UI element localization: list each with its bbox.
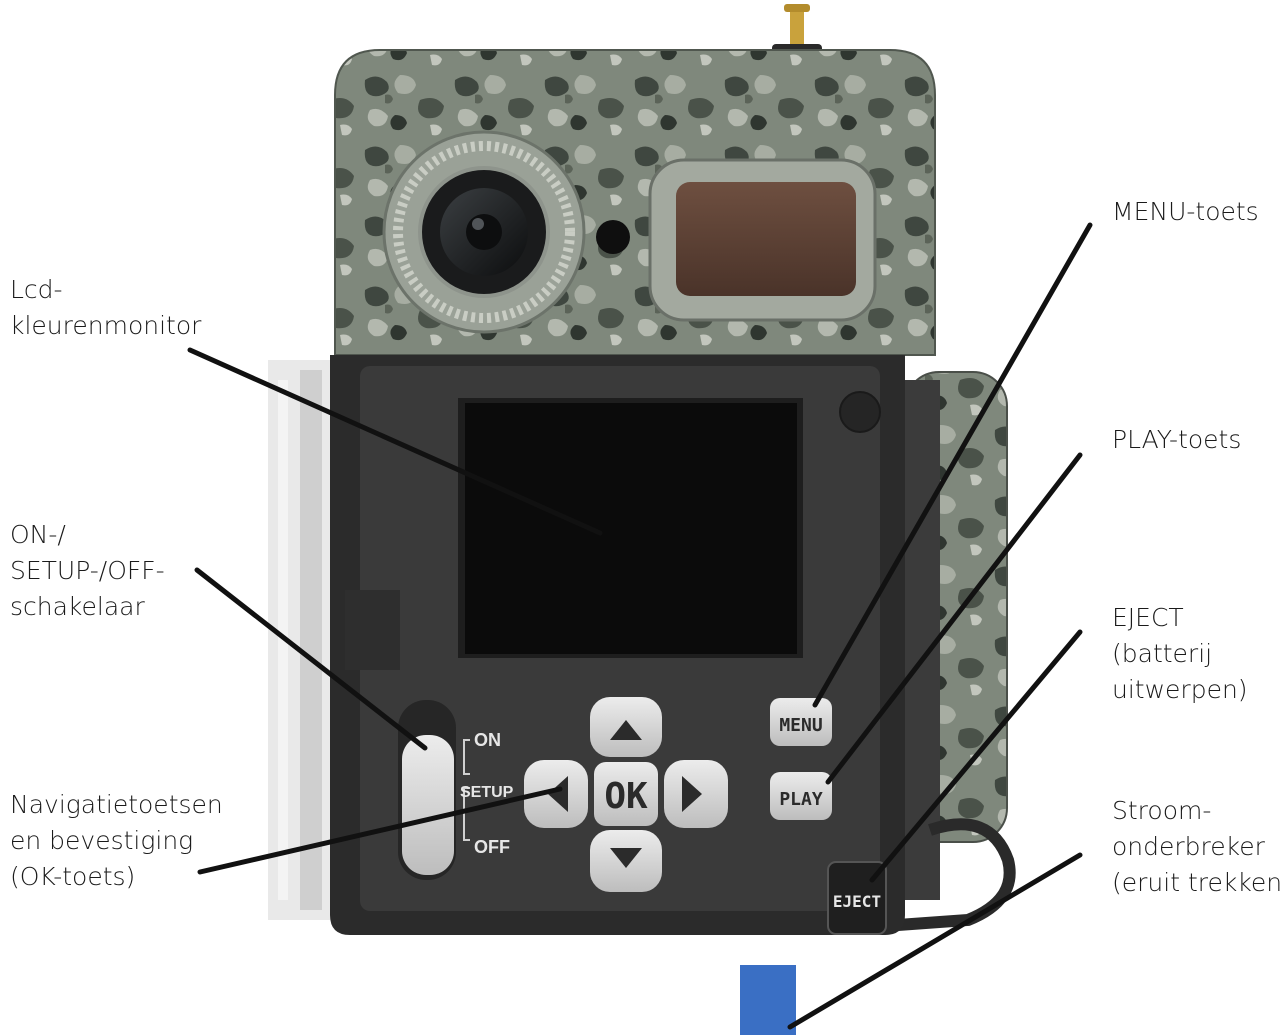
label-lcd-monitor: Lcd- kleurenmonitor: [10, 275, 202, 340]
label-power-interrupter: Stroom- onderbreker (eruit trekken): [1112, 796, 1284, 897]
lcd-monitor: [458, 398, 803, 658]
ok-button[interactable]: [594, 762, 658, 826]
label-menu-button: MENU-toets: [1112, 197, 1259, 226]
leader-play: [825, 452, 1083, 785]
leader-power: [787, 852, 1083, 1030]
arrow-right-icon: [682, 776, 702, 812]
leader-switch: [194, 567, 428, 751]
switch-off-label: OFF: [474, 837, 510, 857]
play-button-label: PLAY: [779, 789, 823, 810]
menu-button-label: MENU: [779, 715, 822, 736]
mounting-strap: [268, 360, 330, 920]
arrow-left-icon: [548, 776, 568, 812]
battery-pack: [890, 371, 1016, 931]
play-button[interactable]: [770, 772, 832, 820]
camera-top-housing: [334, 49, 936, 356]
label-play-button: PLAY-toets: [1112, 425, 1242, 454]
arrow-up-icon: [610, 720, 642, 740]
leader-eject: [869, 629, 1083, 883]
arrow-down-icon: [610, 848, 642, 868]
leader-nav: [197, 786, 563, 875]
label-navigation: Navigatietoetsen en bevestiging (OK-toet…: [10, 790, 223, 891]
leader-lcd: [187, 347, 603, 536]
leader-menu: [812, 222, 1093, 708]
label-switch: ON-/ SETUP-/OFF- schakelaar: [10, 520, 165, 621]
label-eject: EJECT (batterij uitwerpen): [1112, 603, 1248, 704]
switch-on-label: ON: [474, 730, 501, 750]
navigation-pad: [524, 697, 728, 892]
leader-lines: [187, 222, 1093, 1030]
eject-button-label: EJECT: [833, 892, 881, 911]
on-setup-off-switch[interactable]: [398, 700, 470, 880]
power-interrupter-tab[interactable]: [740, 965, 796, 1035]
ok-button-label: OK: [604, 776, 648, 817]
menu-button[interactable]: [770, 698, 832, 746]
switch-setup-label: SETUP: [460, 784, 514, 801]
